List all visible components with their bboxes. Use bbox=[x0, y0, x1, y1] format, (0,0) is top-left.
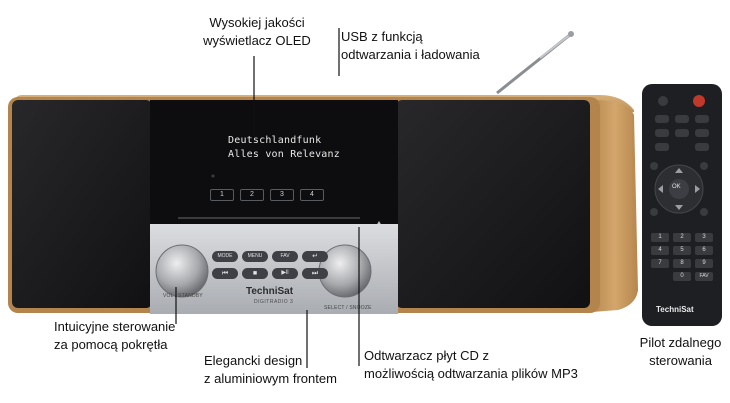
callout-usb-line-2: odtwarzania i ładowania bbox=[341, 47, 480, 62]
play-pause-button[interactable]: ▶ll bbox=[272, 268, 298, 279]
callout-design-line-2: z aluminiowym frontem bbox=[204, 371, 337, 386]
preset-button[interactable]: 3 bbox=[270, 189, 294, 201]
callout-knob-line-2: za pomocą pokrętła bbox=[54, 337, 168, 352]
prev-button[interactable]: ⏮ bbox=[212, 268, 238, 279]
callout-knob: Intuicyjne sterowanie za pomocą pokrętła bbox=[54, 318, 175, 354]
left-speaker bbox=[12, 100, 152, 308]
preset-button[interactable]: 2 bbox=[240, 189, 264, 201]
remote-key-fav[interactable]: FAV bbox=[695, 272, 713, 281]
callout-oled-line-2: wyświetlacz OLED bbox=[203, 33, 311, 48]
callout-usb: USB z funkcją odtwarzania i ładowania bbox=[341, 28, 480, 64]
remote-key[interactable]: 4 bbox=[651, 246, 669, 255]
cabinet-side bbox=[592, 100, 638, 312]
oled-line-2: Alles von Relevanz bbox=[228, 149, 340, 160]
right-speaker bbox=[396, 100, 590, 308]
remote-key[interactable]: 3 bbox=[695, 233, 713, 242]
menu-button[interactable]: MENU bbox=[242, 251, 268, 262]
volume-knob bbox=[155, 244, 209, 298]
callout-cd: Odtwarzacz płyt CD z możliwością odtwarz… bbox=[364, 347, 578, 383]
callout-design: Elegancki design z aluminiowym frontem bbox=[204, 352, 337, 388]
callout-cd-line-2: możliwością odtwarzania plików MP3 bbox=[364, 366, 578, 381]
radio-model: DIGITRADIO 3 bbox=[254, 299, 294, 305]
callout-remote: Pilot zdalnego sterowania bbox=[631, 334, 730, 370]
panel-buttons-bottom: ⏮ ■ ▶ll ⏭ bbox=[212, 268, 328, 279]
back-button[interactable]: ↵ bbox=[302, 251, 328, 262]
callout-cd-line-1: Odtwarzacz płyt CD z bbox=[364, 348, 489, 363]
preset-button[interactable]: 4 bbox=[300, 189, 324, 201]
remote-key[interactable]: 2 bbox=[673, 233, 691, 242]
callout-design-line-1: Elegancki design bbox=[204, 353, 303, 368]
remote-key[interactable]: 8 bbox=[673, 259, 691, 268]
panel-buttons-top: MODE MENU FAV ↵ bbox=[212, 251, 328, 262]
remote-key[interactable]: 1 bbox=[651, 233, 669, 242]
remote-keypad: 1 2 3 4 5 6 7 8 9 0 FAV bbox=[651, 233, 715, 281]
callout-oled: Wysokiej jakości wyświetlacz OLED bbox=[186, 14, 328, 50]
preset-button[interactable]: 1 bbox=[210, 189, 234, 201]
remote-key[interactable]: 7 bbox=[651, 259, 669, 268]
remote-key[interactable]: 5 bbox=[673, 246, 691, 255]
callout-oled-line-1: Wysokiej jakości bbox=[209, 15, 305, 30]
callout-knob-line-1: Intuicyjne sterowanie bbox=[54, 319, 176, 334]
mode-button[interactable]: MODE bbox=[212, 251, 238, 262]
stop-button[interactable]: ■ bbox=[242, 268, 268, 279]
fav-button[interactable]: FAV bbox=[272, 251, 298, 262]
power-icon bbox=[693, 95, 705, 107]
callout-usb-line-1: USB z funkcją bbox=[341, 29, 423, 44]
remote-brand: TechniSat bbox=[656, 305, 694, 314]
next-button[interactable]: ⏭ bbox=[302, 268, 328, 279]
select-knob-label: SELECT / SNOOZE bbox=[324, 305, 372, 311]
ok-button bbox=[669, 179, 689, 199]
remote-key[interactable]: 9 bbox=[695, 259, 713, 268]
volume-knob-label: VOL / STANDBY bbox=[163, 293, 203, 299]
display-panel bbox=[150, 100, 398, 224]
callout-remote-line-2: sterowania bbox=[649, 353, 712, 368]
preset-buttons: 1 2 3 4 bbox=[210, 189, 324, 201]
callout-remote-line-1: Pilot zdalnego bbox=[639, 335, 722, 350]
radio-brand: TechniSat bbox=[246, 286, 294, 297]
remote-ok-label: OK bbox=[672, 184, 681, 190]
remote-key[interactable]: 6 bbox=[695, 246, 713, 255]
remote-key[interactable]: 0 bbox=[673, 272, 691, 281]
oled-line-1: Deutschlandfunk bbox=[228, 135, 322, 146]
